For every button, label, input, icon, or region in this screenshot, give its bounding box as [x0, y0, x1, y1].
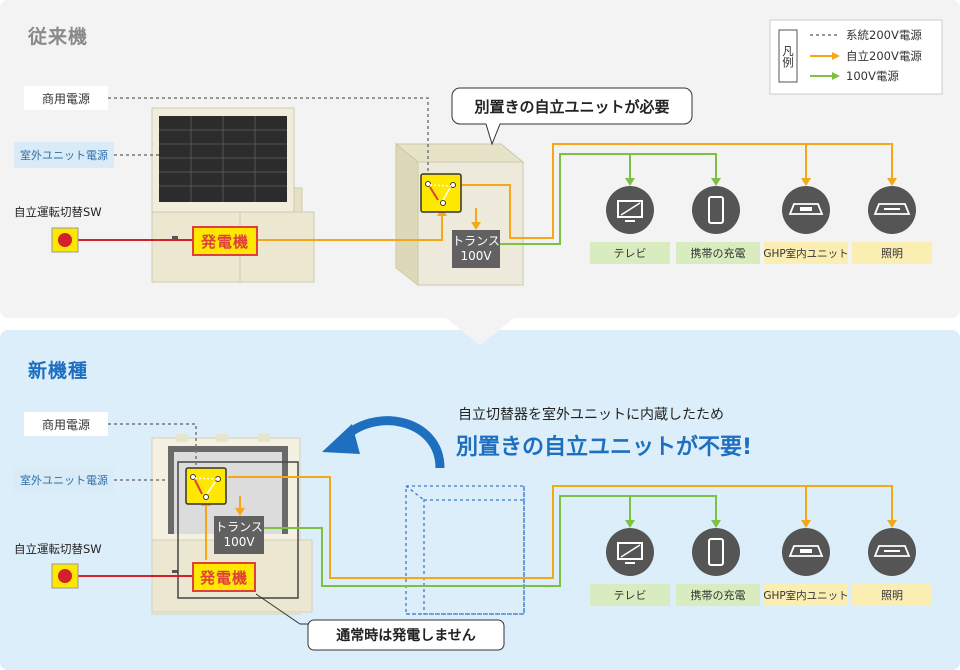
conventional-commercial-power-label: 商用電源	[24, 86, 108, 110]
device-label-phone-charging: 携帯の充電	[676, 584, 760, 606]
legend-100v-text: 100V電源	[846, 69, 899, 83]
arrowhead	[711, 520, 721, 528]
mobile-phone-icon	[692, 528, 740, 576]
conventional-section-title: 従来機	[28, 26, 89, 48]
arrowhead	[235, 508, 245, 516]
tv-icon	[606, 528, 654, 576]
device-label-tv: テレビ	[590, 242, 670, 264]
legend-item-100v: 100V電源	[810, 68, 899, 84]
removed-unit-outline	[405, 485, 525, 615]
arrowhead	[711, 178, 721, 186]
conventional-bubble-text: 別置きの自立ユニットが必要	[474, 97, 670, 116]
device-label-lighting: 照明	[852, 242, 932, 264]
transition-arrow-notch	[446, 318, 514, 345]
tv-icon	[606, 186, 654, 234]
new-commercial-power-label: 商用電源	[24, 412, 108, 436]
conventional-auto-switch-icon	[420, 173, 462, 213]
legend-item-grid-200v: 系統200V電源	[810, 27, 922, 43]
new-generator-label: 発電機	[192, 562, 256, 592]
device-label-ghp-indoor-unit: GHP室内ユニット	[763, 584, 849, 606]
device-label-ghp-indoor-unit: GHP室内ユニット	[763, 242, 849, 264]
mobile-phone-icon	[692, 186, 740, 234]
conventional-generator-to-switch-wire	[258, 214, 443, 241]
built-in-controller-highlight	[177, 461, 299, 599]
transformer-label: トランス	[215, 520, 263, 534]
conventional-outdoor-unit	[151, 107, 315, 283]
transformer-voltage: 100V	[460, 249, 492, 263]
legend-title-text: 凡例	[781, 44, 795, 68]
arrowhead	[471, 222, 481, 230]
new-headline-line1: 自立切替器を室外ユニットに内蔵したため	[458, 407, 724, 423]
conventional-switch-button-icon	[51, 227, 79, 253]
dashed-line-swatch	[810, 34, 840, 36]
conventional-switch-label: 自立運転切替SW	[14, 205, 102, 219]
conventional-grid-wire	[108, 97, 429, 184]
callout-box	[307, 619, 505, 651]
conventional-generator-label: 発電機	[192, 226, 258, 256]
legend-item-independent-200v: 自立200V電源	[810, 48, 922, 64]
conventional-transformer-box: トランス 100V	[452, 230, 500, 268]
arrowhead	[887, 178, 897, 186]
legend-title: 凡例	[779, 30, 797, 82]
arrowhead	[801, 178, 811, 186]
ceiling-light-icon	[868, 186, 916, 234]
orange-arrow-swatch	[810, 52, 840, 60]
legend-independent-200v-text: 自立200V電源	[846, 49, 922, 63]
outdoor-power-text: 室外ユニット電源	[14, 467, 114, 493]
device-label-tv: テレビ	[590, 584, 670, 606]
conventional-callout-bubble	[451, 87, 693, 146]
new-model-section-title: 新機種	[28, 360, 89, 382]
ceiling-cassette-icon	[782, 186, 830, 234]
new-auto-switch-icon	[185, 467, 227, 505]
arrowhead	[625, 178, 635, 186]
new-callout-text: 通常時は発電しません	[336, 628, 476, 644]
arrowhead	[625, 520, 635, 528]
new-100v-wire	[262, 495, 717, 587]
green-arrow-swatch	[810, 72, 840, 80]
transformer-voltage: 100V	[223, 535, 255, 549]
outdoor-power-text: 室外ユニット電源	[14, 142, 114, 168]
new-headline-line2: 別置きの自立ユニットが不要!	[456, 435, 753, 460]
new-transformer-box: トランス 100V	[214, 516, 264, 554]
conventional-100v-wire	[500, 153, 717, 245]
ceiling-cassette-icon	[782, 528, 830, 576]
new-grid-wire	[108, 423, 197, 482]
device-label-phone-charging: 携帯の充電	[676, 242, 760, 264]
new-switch-label: 自立運転切替SW	[14, 542, 102, 556]
ceiling-light-icon	[868, 528, 916, 576]
arrowhead	[322, 424, 360, 454]
new-200v-to-devices-wire	[228, 476, 893, 579]
legend-grid-200v-text: 系統200V電源	[846, 28, 922, 42]
legend-box	[769, 19, 943, 95]
device-label-lighting: 照明	[852, 584, 932, 606]
arrowhead	[887, 520, 897, 528]
curved-arrow-icon	[338, 416, 445, 469]
conventional-outdoor-power-label: 室外ユニット電源	[14, 142, 114, 168]
new-switch-button-icon	[51, 563, 79, 589]
transformer-label: トランス	[452, 234, 500, 248]
legend-title-box	[778, 29, 798, 83]
conventional-200v-to-devices-wire	[462, 143, 893, 239]
arrowhead	[801, 520, 811, 528]
new-outdoor-power-label: 室外ユニット電源	[14, 467, 114, 493]
